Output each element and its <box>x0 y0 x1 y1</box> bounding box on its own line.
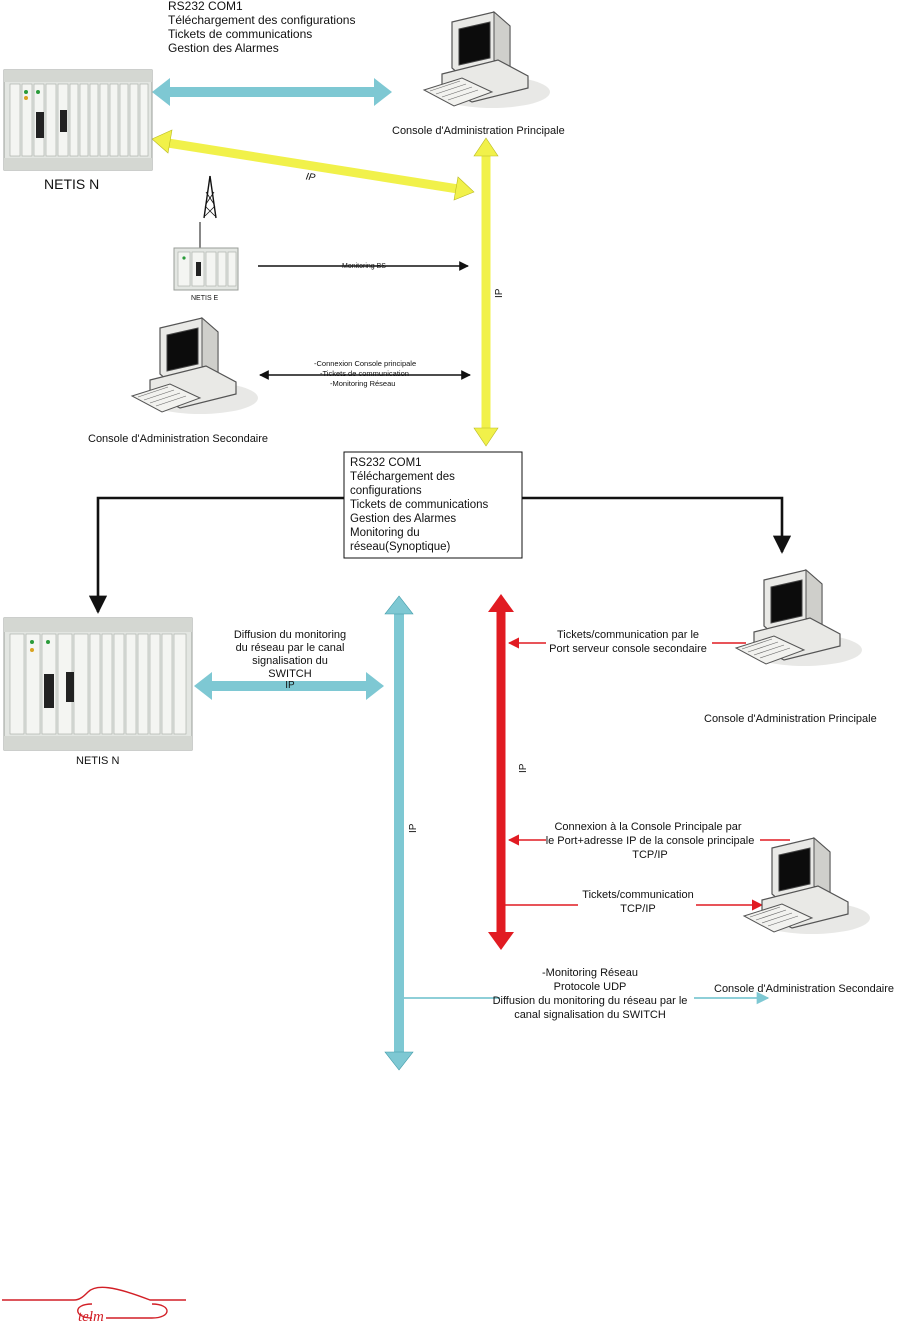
udp-line-4: canal signalisation du SWITCH <box>514 1009 666 1021</box>
secondary-line-1: -Connexion Console principale <box>314 359 416 368</box>
rack-netis-n-top <box>3 69 153 171</box>
pc-console-principale-bottom-icon <box>735 569 863 667</box>
udp-line-1: -Monitoring Réseau <box>542 967 638 979</box>
udp-line-3: Diffusion du monitoring du réseau par le <box>493 995 688 1007</box>
pc-console-secondaire-top-icon <box>131 317 259 415</box>
box-line-7: réseau(Synoptique) <box>350 541 451 553</box>
console-principale-top-label: Console d'Administration Principale <box>392 125 565 137</box>
black-connector-right <box>522 496 792 554</box>
rs232-top-line-4: Gestion des Alarmes <box>168 41 279 55</box>
rs232-top-line-1: RS232 COM1 <box>168 0 243 13</box>
console-principale-bottom-label: Console d'Administration Principale <box>704 713 877 725</box>
connexion-line-2: le Port+adresse IP de la console princip… <box>546 835 755 847</box>
diffusion-line-1: Diffusion du monitoring <box>234 629 346 641</box>
box-line-5: Gestion des Alarmes <box>350 513 456 525</box>
rack-netis-n-bottom <box>3 617 193 751</box>
netis-n-top-label: NETIS N <box>44 176 99 192</box>
yellow-arrow-vertical <box>473 137 499 447</box>
antenna-icon <box>203 175 217 219</box>
ip-vertical-cyan-label: IP <box>408 823 419 833</box>
secondary-line-3: -Monitoring Réseau <box>330 379 395 388</box>
tickets-secondaire-line-2: TCP/IP <box>620 903 655 915</box>
tickets-principale-line-2: Port serveur console secondaire <box>549 643 707 655</box>
netis-n-bottom-label: NETIS N <box>76 755 119 767</box>
diffusion-line-2: du réseau par le canal <box>236 642 345 654</box>
tickets-principale-line-1: Tickets/communication par le <box>557 629 699 641</box>
monitoring-bs-label: Monitoring BS <box>342 263 386 270</box>
pc-console-principale-top-icon <box>423 11 551 109</box>
tickets-secondaire-line-1: Tickets/communication <box>582 889 693 901</box>
connexion-line-1: Connexion à la Console Principale par <box>554 821 741 833</box>
box-line-1: RS232 COM1 <box>350 457 422 469</box>
telm-logo-text: telm <box>78 1309 104 1325</box>
cyan-arrow-bottom-horizontal <box>194 672 384 700</box>
secondary-line-2: -Tickets de communication <box>320 369 409 378</box>
console-secondaire-top-label: Console d'Administration Secondaire <box>88 433 268 445</box>
netis-e-label: NETIS E <box>191 295 219 302</box>
console-secondaire-bottom-label: Console d'Administration Secondaire <box>714 983 894 995</box>
box-line-4: Tickets de communications <box>350 499 489 511</box>
box-line-3: configurations <box>350 485 422 497</box>
central-info-box <box>343 451 523 559</box>
pc-console-secondaire-bottom-icon <box>743 837 871 935</box>
rs232-top-line-3: Tickets de communications <box>168 27 312 41</box>
rs232-top-line-2: Téléchargement des configurations <box>168 13 355 27</box>
yellow-arrow-diagonal <box>151 129 475 201</box>
diffusion-line-4: SWITCH <box>268 668 311 680</box>
rack-netis-e <box>173 247 239 291</box>
connexion-line-3: TCP/IP <box>632 849 667 861</box>
box-line-6: Monitoring du <box>350 527 420 539</box>
ip-vertical-yellow-label: IP <box>494 288 505 298</box>
box-line-2: Téléchargement des <box>350 471 455 483</box>
diffusion-line-3: signalisation du <box>252 655 328 667</box>
red-arrow-vertical <box>488 594 514 950</box>
ip-vertical-red-label: IP <box>518 763 529 773</box>
cyan-arrow-vertical <box>384 595 414 1071</box>
telm-logo: telm <box>2 1286 186 1325</box>
cyan-arrow-top <box>152 78 392 106</box>
ip-under-switch-label: IP <box>285 680 295 691</box>
ip-diagonal-label: IP <box>305 171 316 183</box>
udp-line-2: Protocole UDP <box>554 981 627 993</box>
black-connector-left <box>88 496 344 614</box>
